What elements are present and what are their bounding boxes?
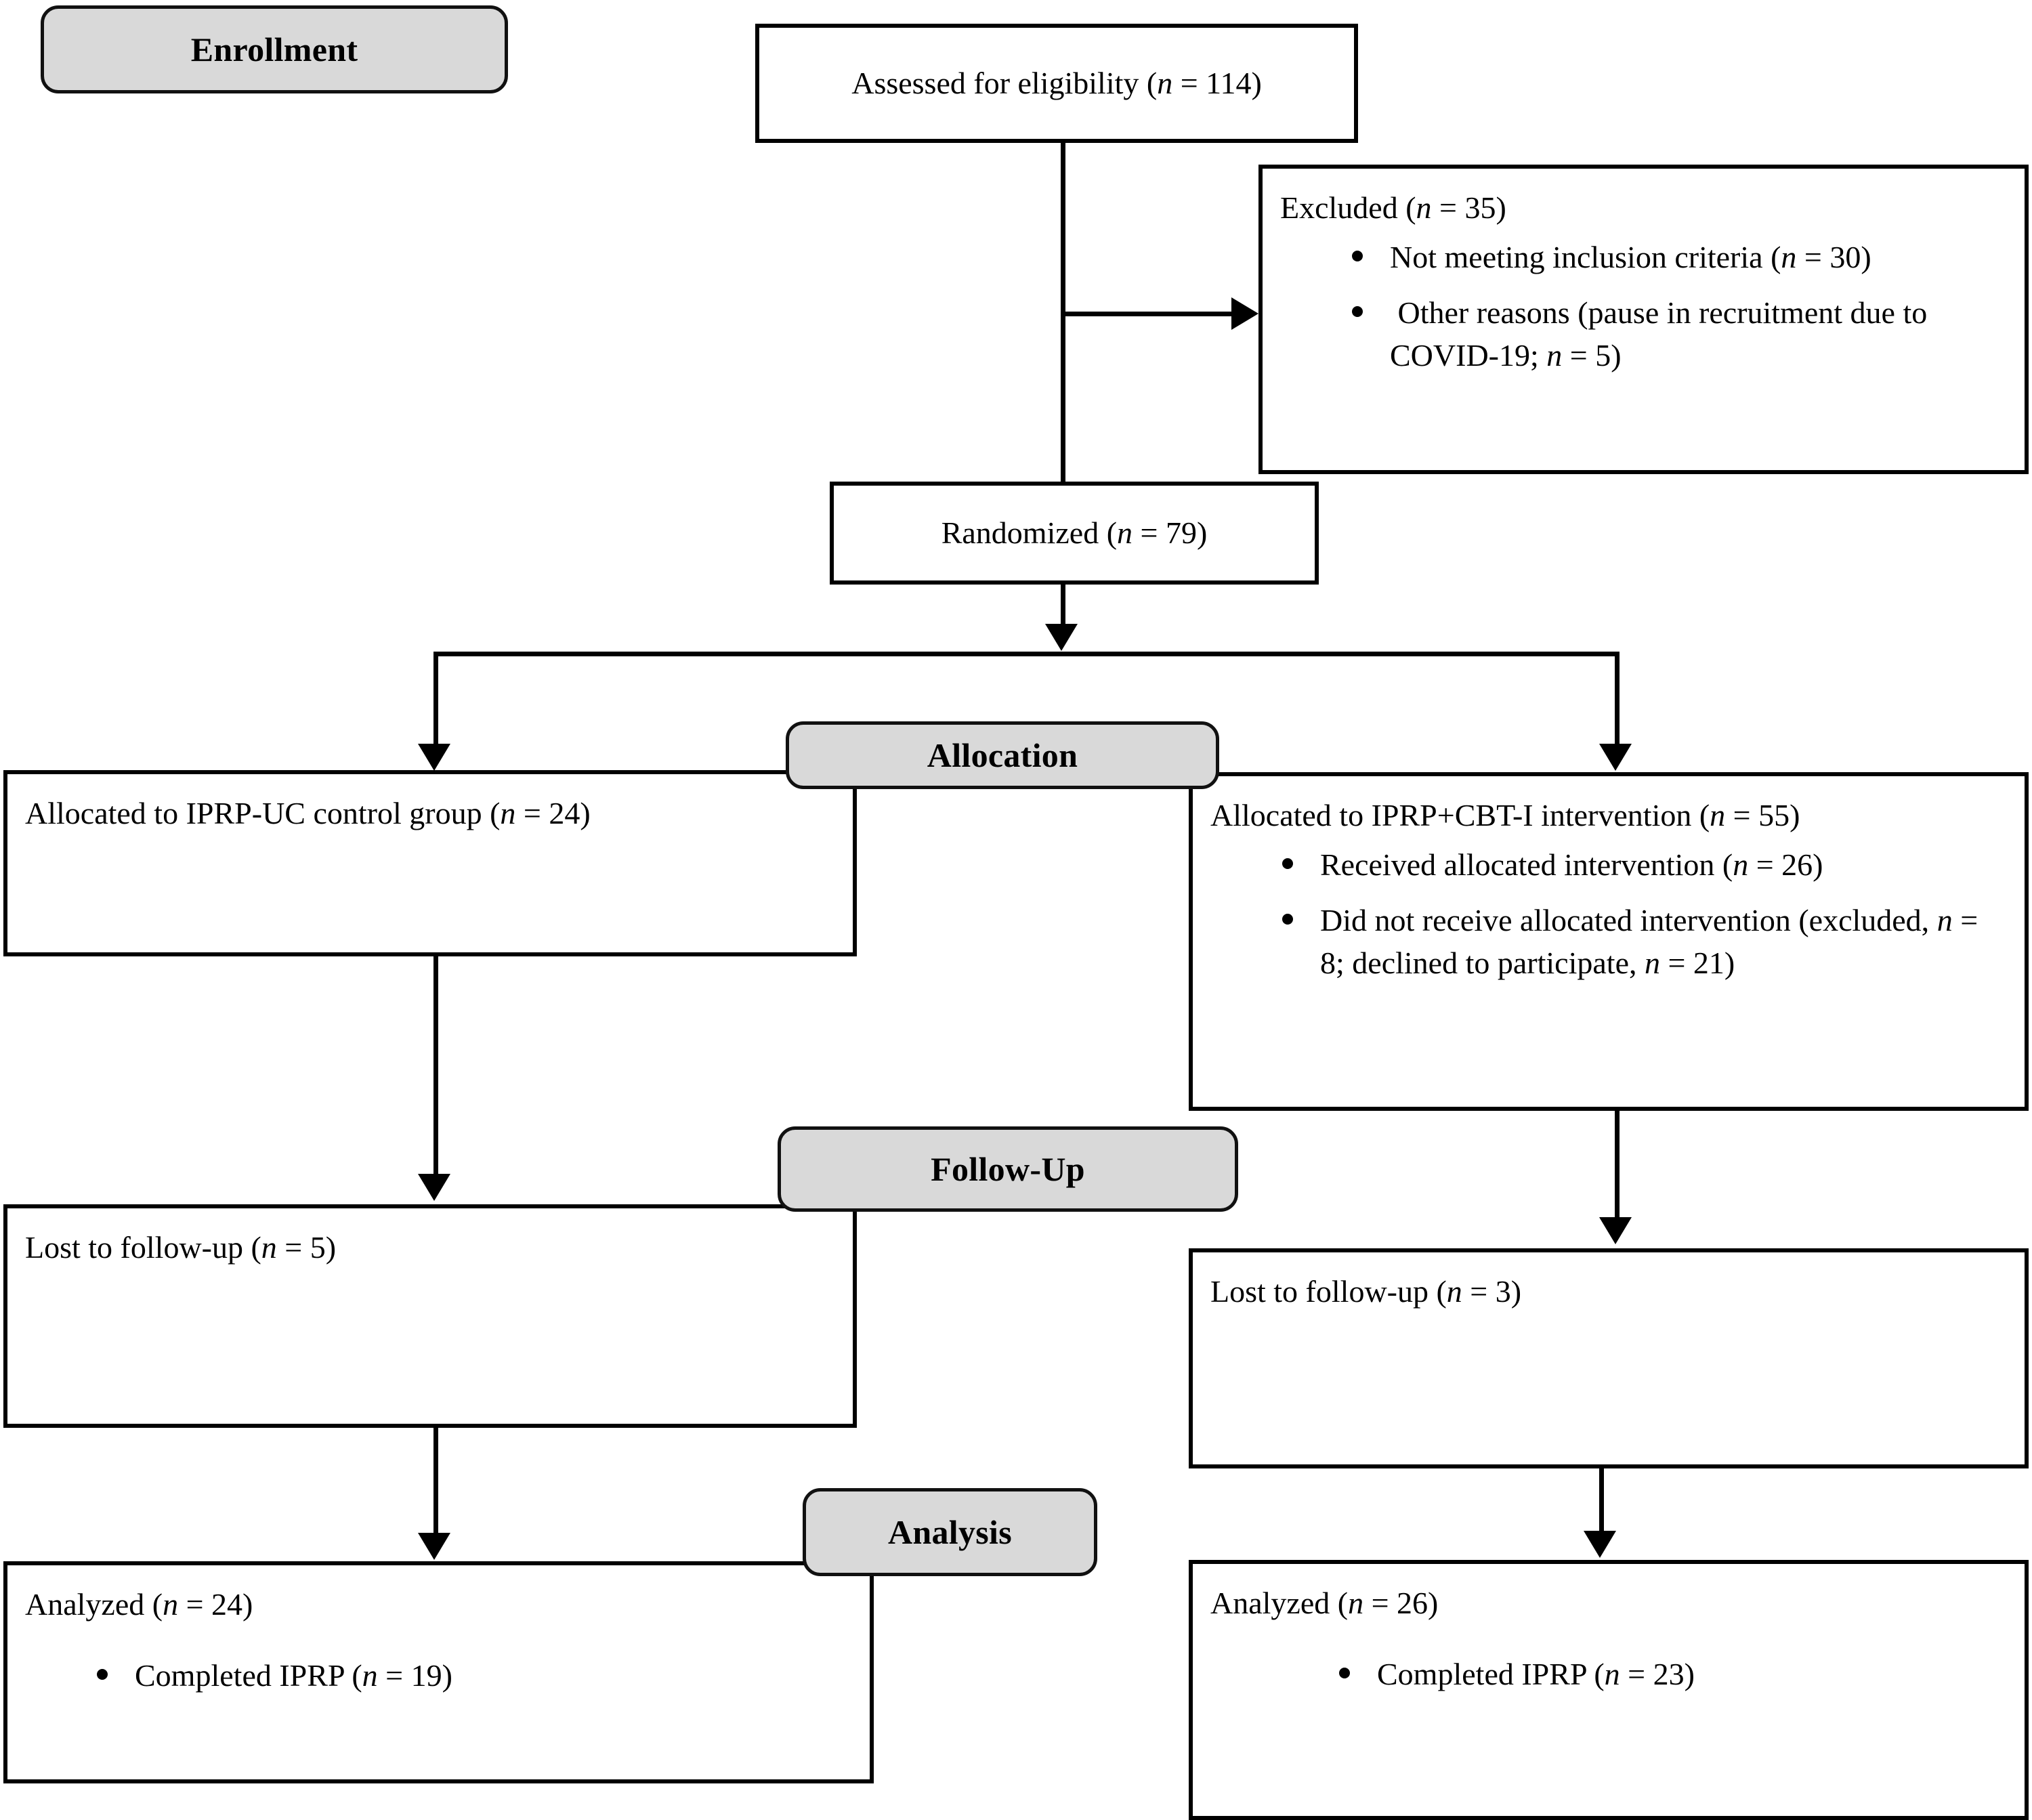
stage-label-followup: Follow-Up xyxy=(778,1126,1238,1212)
list-item: Not meeting inclusion criteria (n = 30) xyxy=(1345,236,2007,278)
connector-control-alloc-to-followup xyxy=(433,956,438,1177)
node-analyzed-intervention: Analyzed (n = 26) Completed IPRP (n = 23… xyxy=(1189,1560,2029,1820)
arrowhead-control-alloc-to-followup xyxy=(418,1174,450,1201)
node-assessed-text: Assessed for eligibility (n = 114) xyxy=(851,66,1262,101)
arrowhead-intervention-followup-to-analyzed xyxy=(1584,1531,1616,1558)
node-allocated-intervention-list: Received allocated intervention (n = 26)… xyxy=(1210,843,2007,984)
node-allocated-control-header: Allocated to IPRP-UC control group (n = … xyxy=(25,796,591,830)
list-item: Did not receive allocated intervention (… xyxy=(1275,899,2007,985)
stage-label-allocation-text: Allocation xyxy=(927,736,1078,774)
node-lost-followup-intervention-text: Lost to follow-up (n = 3) xyxy=(1210,1274,1522,1309)
arrowhead-split-to-control xyxy=(418,744,450,771)
node-analyzed-intervention-list: Completed IPRP (n = 23) xyxy=(1210,1653,2007,1695)
node-analyzed-intervention-header: Analyzed (n = 26) xyxy=(1210,1586,1439,1620)
stage-label-followup-text: Follow-Up xyxy=(931,1150,1085,1188)
stage-label-analysis-text: Analysis xyxy=(887,1513,1012,1551)
node-excluded: Excluded (n = 35) Not meeting inclusion … xyxy=(1258,165,2029,474)
connector-to-excluded xyxy=(1061,312,1231,316)
node-randomized-text: Randomized (n = 79) xyxy=(941,515,1208,551)
connector-control-followup-to-analyzed xyxy=(433,1428,438,1536)
list-item: Completed IPRP (n = 19) xyxy=(90,1654,852,1697)
list-item: Received allocated intervention (n = 26) xyxy=(1275,843,2007,886)
stage-label-enrollment-text: Enrollment xyxy=(190,30,358,68)
connector-intervention-followup-to-analyzed xyxy=(1599,1468,1604,1533)
connector-intervention-alloc-to-followup xyxy=(1615,1111,1620,1219)
arrowhead-control-followup-to-analyzed xyxy=(418,1533,450,1560)
stage-label-allocation: Allocation xyxy=(786,721,1219,789)
node-allocated-intervention-header: Allocated to IPRP+CBT-I intervention (n … xyxy=(1210,798,1800,832)
node-analyzed-control: Analyzed (n = 24) Completed IPRP (n = 19… xyxy=(3,1561,874,1783)
connector-split-to-intervention xyxy=(1615,652,1620,746)
node-allocated-control: Allocated to IPRP-UC control group (n = … xyxy=(3,770,857,956)
node-allocated-intervention: Allocated to IPRP+CBT-I intervention (n … xyxy=(1189,772,2029,1111)
node-lost-followup-control: Lost to follow-up (n = 5) xyxy=(3,1204,857,1428)
node-assessed-for-eligibility: Assessed for eligibility (n = 114) xyxy=(755,24,1358,143)
connector-split-to-control xyxy=(433,652,438,746)
connector-randomized-down xyxy=(1061,585,1065,627)
stage-label-analysis: Analysis xyxy=(803,1488,1097,1576)
connector-allocation-split-bar xyxy=(433,652,1619,656)
arrowhead-split-to-intervention xyxy=(1599,744,1632,771)
list-item: Completed IPRP (n = 23) xyxy=(1332,1653,2007,1695)
node-analyzed-control-header: Analyzed (n = 24) xyxy=(25,1587,253,1622)
node-lost-followup-control-text: Lost to follow-up (n = 5) xyxy=(25,1230,337,1265)
arrowhead-to-excluded xyxy=(1231,297,1258,330)
node-lost-followup-intervention: Lost to follow-up (n = 3) xyxy=(1189,1248,2029,1468)
node-analyzed-control-list: Completed IPRP (n = 19) xyxy=(25,1654,852,1697)
arrowhead-randomized-down xyxy=(1045,624,1078,651)
arrowhead-intervention-alloc-to-followup xyxy=(1599,1217,1632,1244)
list-item: Other reasons (pause in recruitment due … xyxy=(1345,291,2007,377)
node-randomized: Randomized (n = 79) xyxy=(830,482,1319,585)
node-excluded-reason-list: Not meeting inclusion criteria (n = 30) … xyxy=(1280,236,2007,377)
node-excluded-header: Excluded (n = 35) xyxy=(1280,190,1506,225)
stage-label-enrollment: Enrollment xyxy=(41,5,508,93)
